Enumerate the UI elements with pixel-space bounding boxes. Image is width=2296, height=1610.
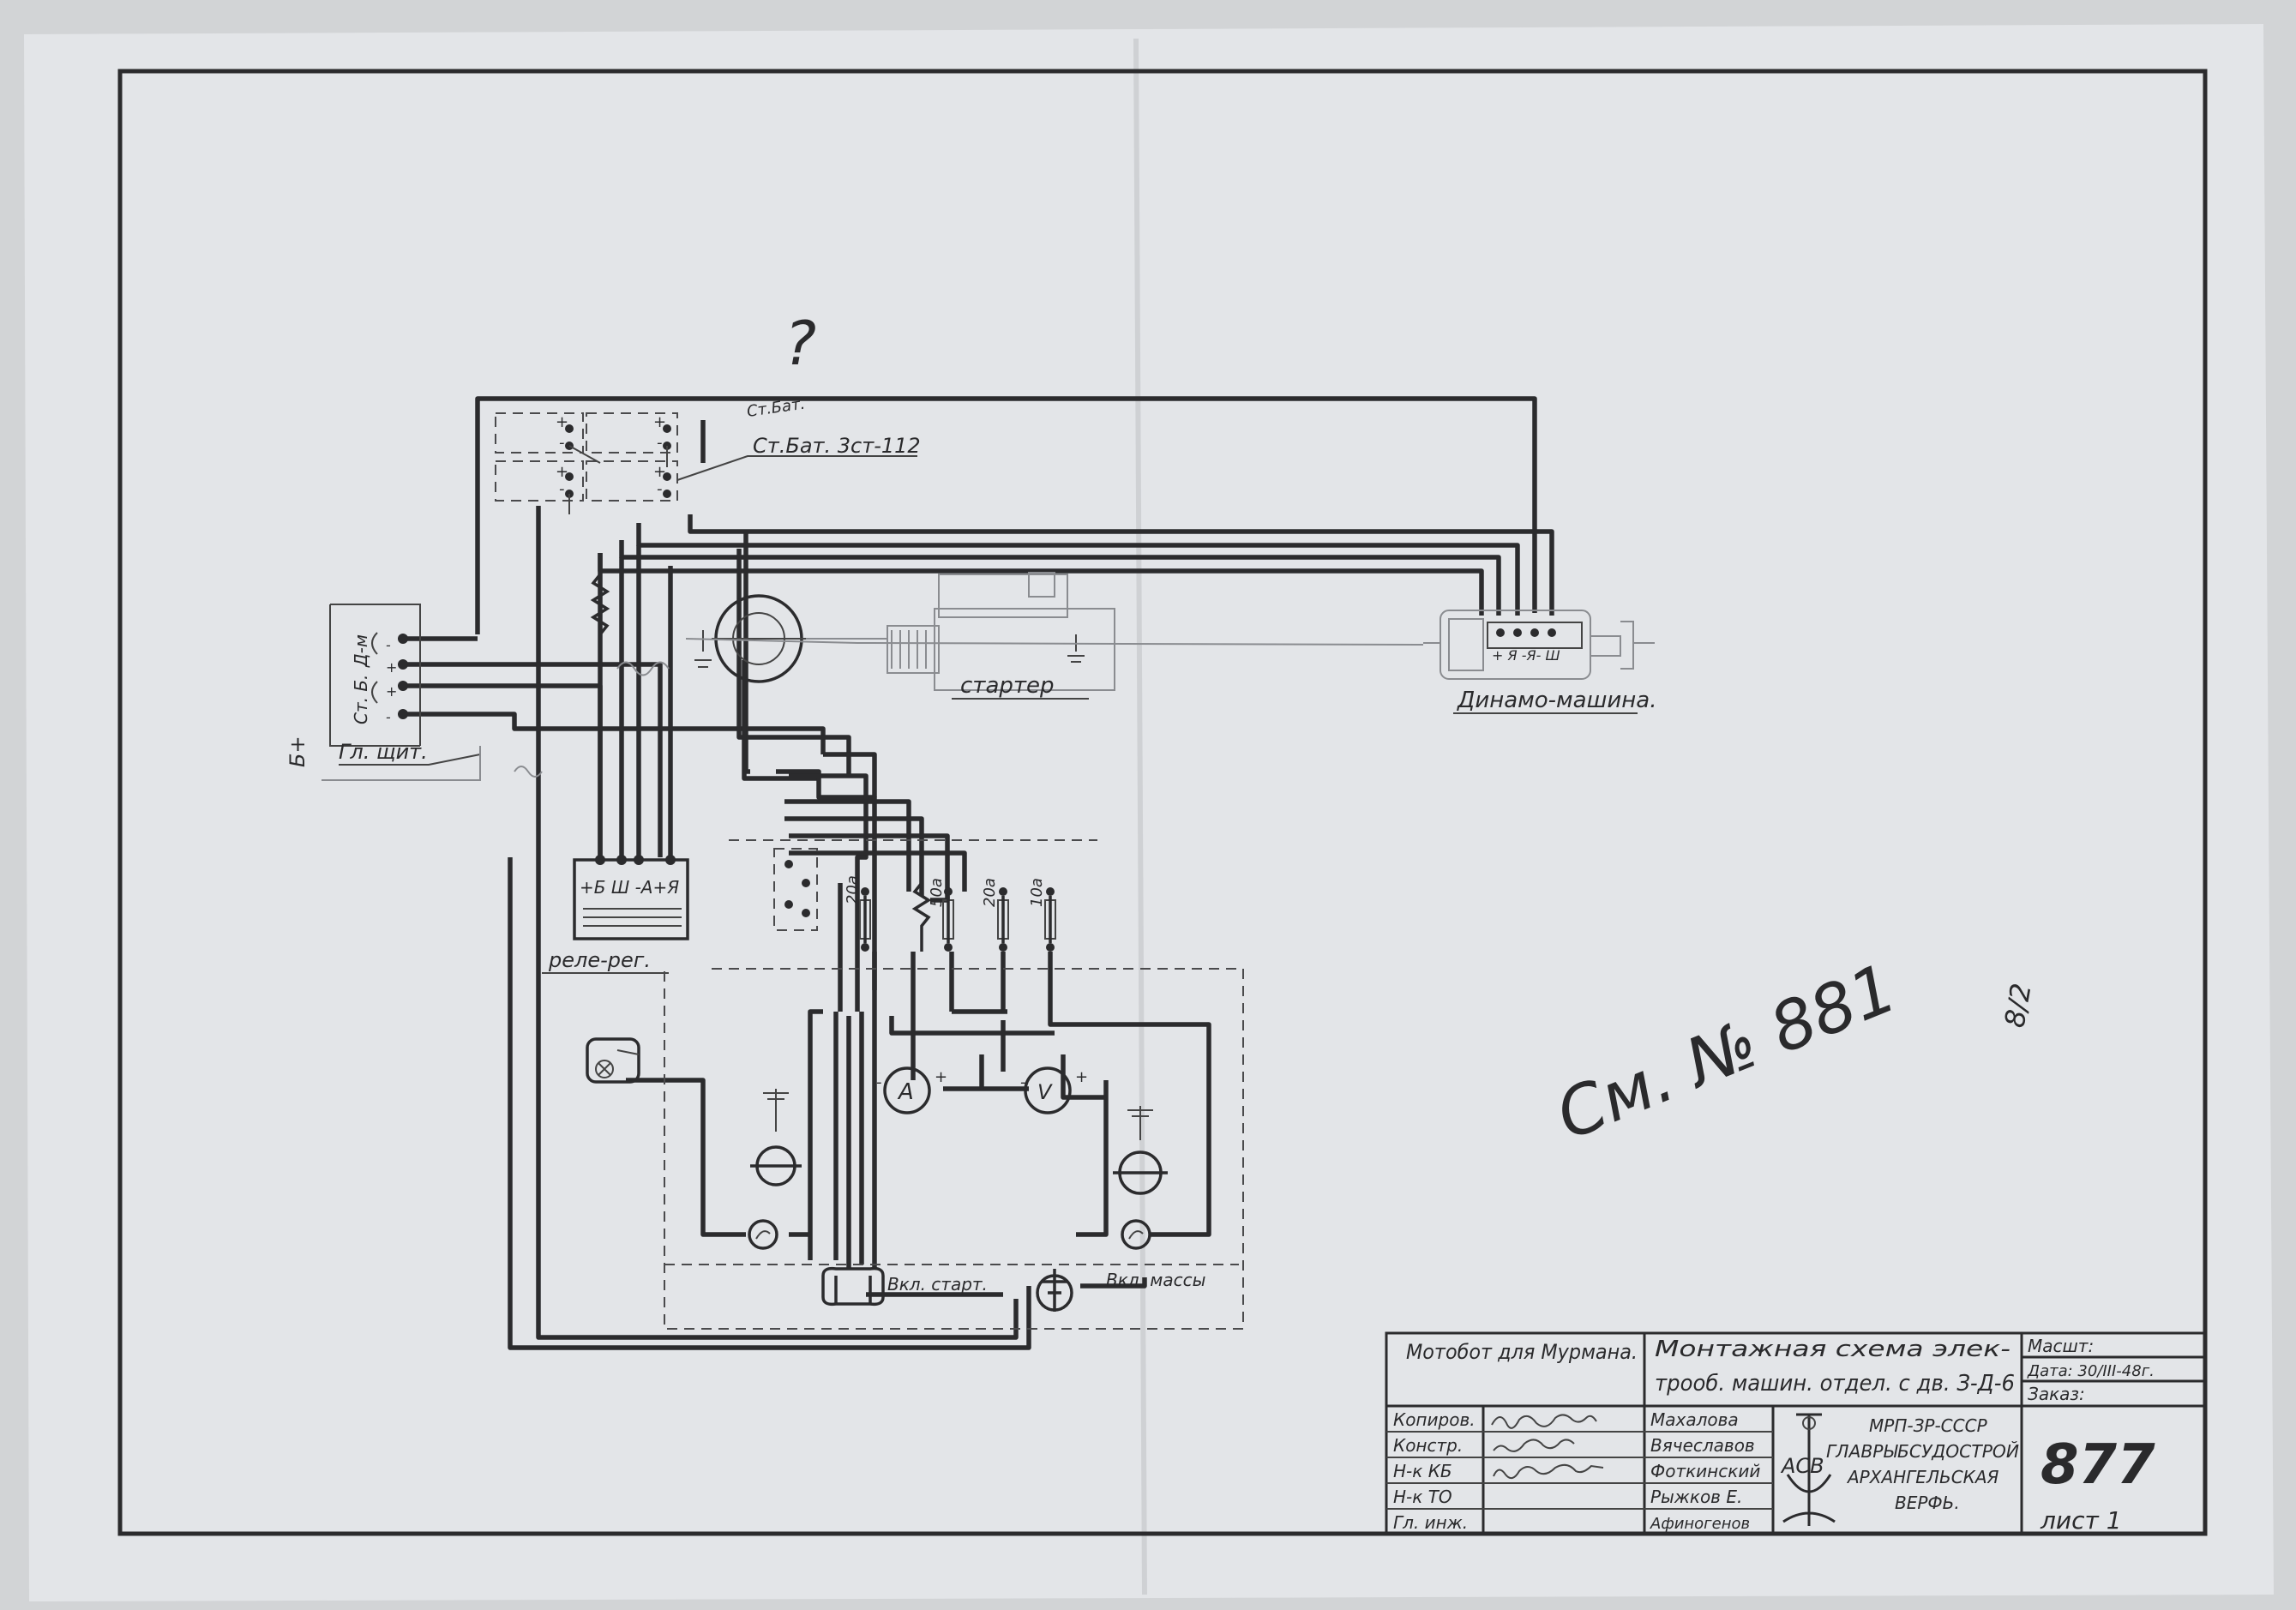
light-fixture-right — [1113, 1106, 1168, 1250]
dynamo-machine — [685, 610, 1655, 680]
signature-2 — [1493, 1439, 1575, 1452]
storage-battery: +- +- +- +- — [495, 412, 678, 514]
sheet-number: лист 1 — [2040, 1506, 2122, 1535]
svg-text:-: - — [876, 1073, 882, 1091]
svg-text:+: + — [1075, 1068, 1088, 1086]
voltmeter: V - + — [1020, 1066, 1088, 1114]
relay-regulator — [573, 855, 689, 940]
fuse-10a — [1044, 887, 1056, 952]
fuse-label-4: 10а — [1028, 878, 1046, 907]
logo-letters: АСВ — [1780, 1454, 1824, 1478]
switchboard-side-mark: Б+ — [285, 736, 310, 767]
fuse-label-1: 20а — [844, 875, 862, 904]
name-1: Махалова — [1650, 1409, 1739, 1430]
signature-3 — [1493, 1463, 1604, 1480]
name-4: Рыжков Е. — [1650, 1487, 1742, 1507]
pencil-lines-left — [322, 746, 481, 781]
svg-text:-: - — [386, 709, 391, 725]
fuse-20a-2 — [997, 887, 1009, 952]
fuse-panel — [664, 839, 1244, 1330]
date-label: Дата: 30/III-48г. — [2027, 1362, 2155, 1380]
light-fixture-left — [748, 1089, 802, 1250]
object-name-line: Мотобот для Мурмана. — [1406, 1340, 1638, 1364]
name-3: Фоткинский — [1650, 1461, 1760, 1481]
name-2: Вячеславов — [1650, 1435, 1755, 1456]
svg-text:+: + — [653, 413, 666, 431]
name-5: Афиногенов — [1650, 1515, 1750, 1533]
margin-mark: 8/2 — [1998, 981, 2037, 1030]
question-mark: ? — [784, 309, 816, 379]
svg-text:-: - — [386, 637, 391, 653]
shipyard-logo: АСВ — [1780, 1413, 1836, 1526]
panel-lamp — [586, 1037, 640, 1084]
wiring-harness — [403, 396, 1554, 1350]
drawing-title-line-1: Монтажная схема элек- — [1655, 1337, 2011, 1362]
terminal-group-dynamo: Д-м — [351, 634, 371, 668]
svg-text:-: - — [657, 480, 663, 498]
drawing-frame — [117, 69, 2208, 1536]
drawing-title-line-2: трооб. машин. отдел. с дв. З-Д-6 — [1655, 1371, 2015, 1397]
role-chief-engineer: Гл. инж. — [1393, 1512, 1468, 1533]
paper-sheet — [24, 24, 2274, 1601]
battery-leader-line — [676, 455, 917, 481]
fuse-50a — [911, 881, 954, 952]
svg-text:-: - — [559, 434, 565, 452]
role-designer: Констр. — [1393, 1435, 1463, 1456]
switchboard-underline — [339, 754, 481, 766]
scale-label: Масшт: — [2028, 1336, 2094, 1356]
relay-terminals: +Б Ш -А+Я — [580, 877, 679, 898]
role-head-design: Н-к КБ — [1393, 1461, 1452, 1481]
fuse-label-2: 50а — [928, 878, 946, 907]
svg-text:-: - — [559, 480, 565, 498]
fuse-label-3: 20а — [981, 878, 999, 907]
svg-text:+: + — [386, 659, 397, 676]
relay-label: реле-рег. — [548, 948, 651, 972]
dynamo-label: Динамо-машина. — [1457, 688, 1656, 713]
org-line-2: ГЛАВРЫБСУДОСТРОЙ — [1826, 1441, 2019, 1462]
battery-label: Ст.Бат. 3ст-112 — [753, 434, 921, 458]
main-switchboard: - + + - — [329, 604, 421, 747]
fuse-20a-1 — [859, 887, 871, 952]
switchboard-label: Гл. щит. — [339, 740, 428, 764]
svg-text:+: + — [386, 683, 397, 700]
ammeter: A - + — [876, 1066, 947, 1114]
starter-switch-label: Вкл. старт. — [887, 1274, 988, 1295]
role-copyist: Копиров. — [1393, 1409, 1476, 1430]
pencil-wave — [514, 661, 670, 778]
mass-switch — [1036, 1269, 1073, 1312]
svg-text:-: - — [657, 434, 663, 452]
svg-text:-: - — [1020, 1073, 1026, 1091]
drawing-number: 877 — [2041, 1433, 2155, 1497]
order-label: Заказ: — [2028, 1384, 2085, 1404]
title-block — [1385, 1331, 2207, 1535]
terminal-group-battery: Ст. Б. — [351, 675, 371, 724]
mass-switch-label: Вкл. массы — [1106, 1270, 1205, 1290]
paper-fold-line — [1133, 38, 1147, 1595]
svg-text:+: + — [556, 413, 568, 431]
org-line-4: ВЕРФЬ. — [1895, 1493, 1960, 1513]
org-line-3: АРХАНГЕЛЬСКАЯ — [1846, 1467, 1999, 1487]
role-head-tech: Н-к ТО — [1393, 1487, 1452, 1507]
dynamo-terminals: + Я -Я- Ш — [1492, 647, 1560, 664]
regulator-coil — [590, 573, 610, 636]
ammeter-symbol: A — [897, 1079, 914, 1105]
org-line-1: МРП-ЗР-СССР — [1869, 1415, 1988, 1436]
signature-1 — [1491, 1414, 1597, 1429]
starter-switch — [821, 1266, 885, 1307]
svg-text:+: + — [935, 1068, 947, 1086]
starter-label: стартер — [960, 673, 1055, 699]
voltmeter-symbol: V — [1037, 1080, 1053, 1104]
